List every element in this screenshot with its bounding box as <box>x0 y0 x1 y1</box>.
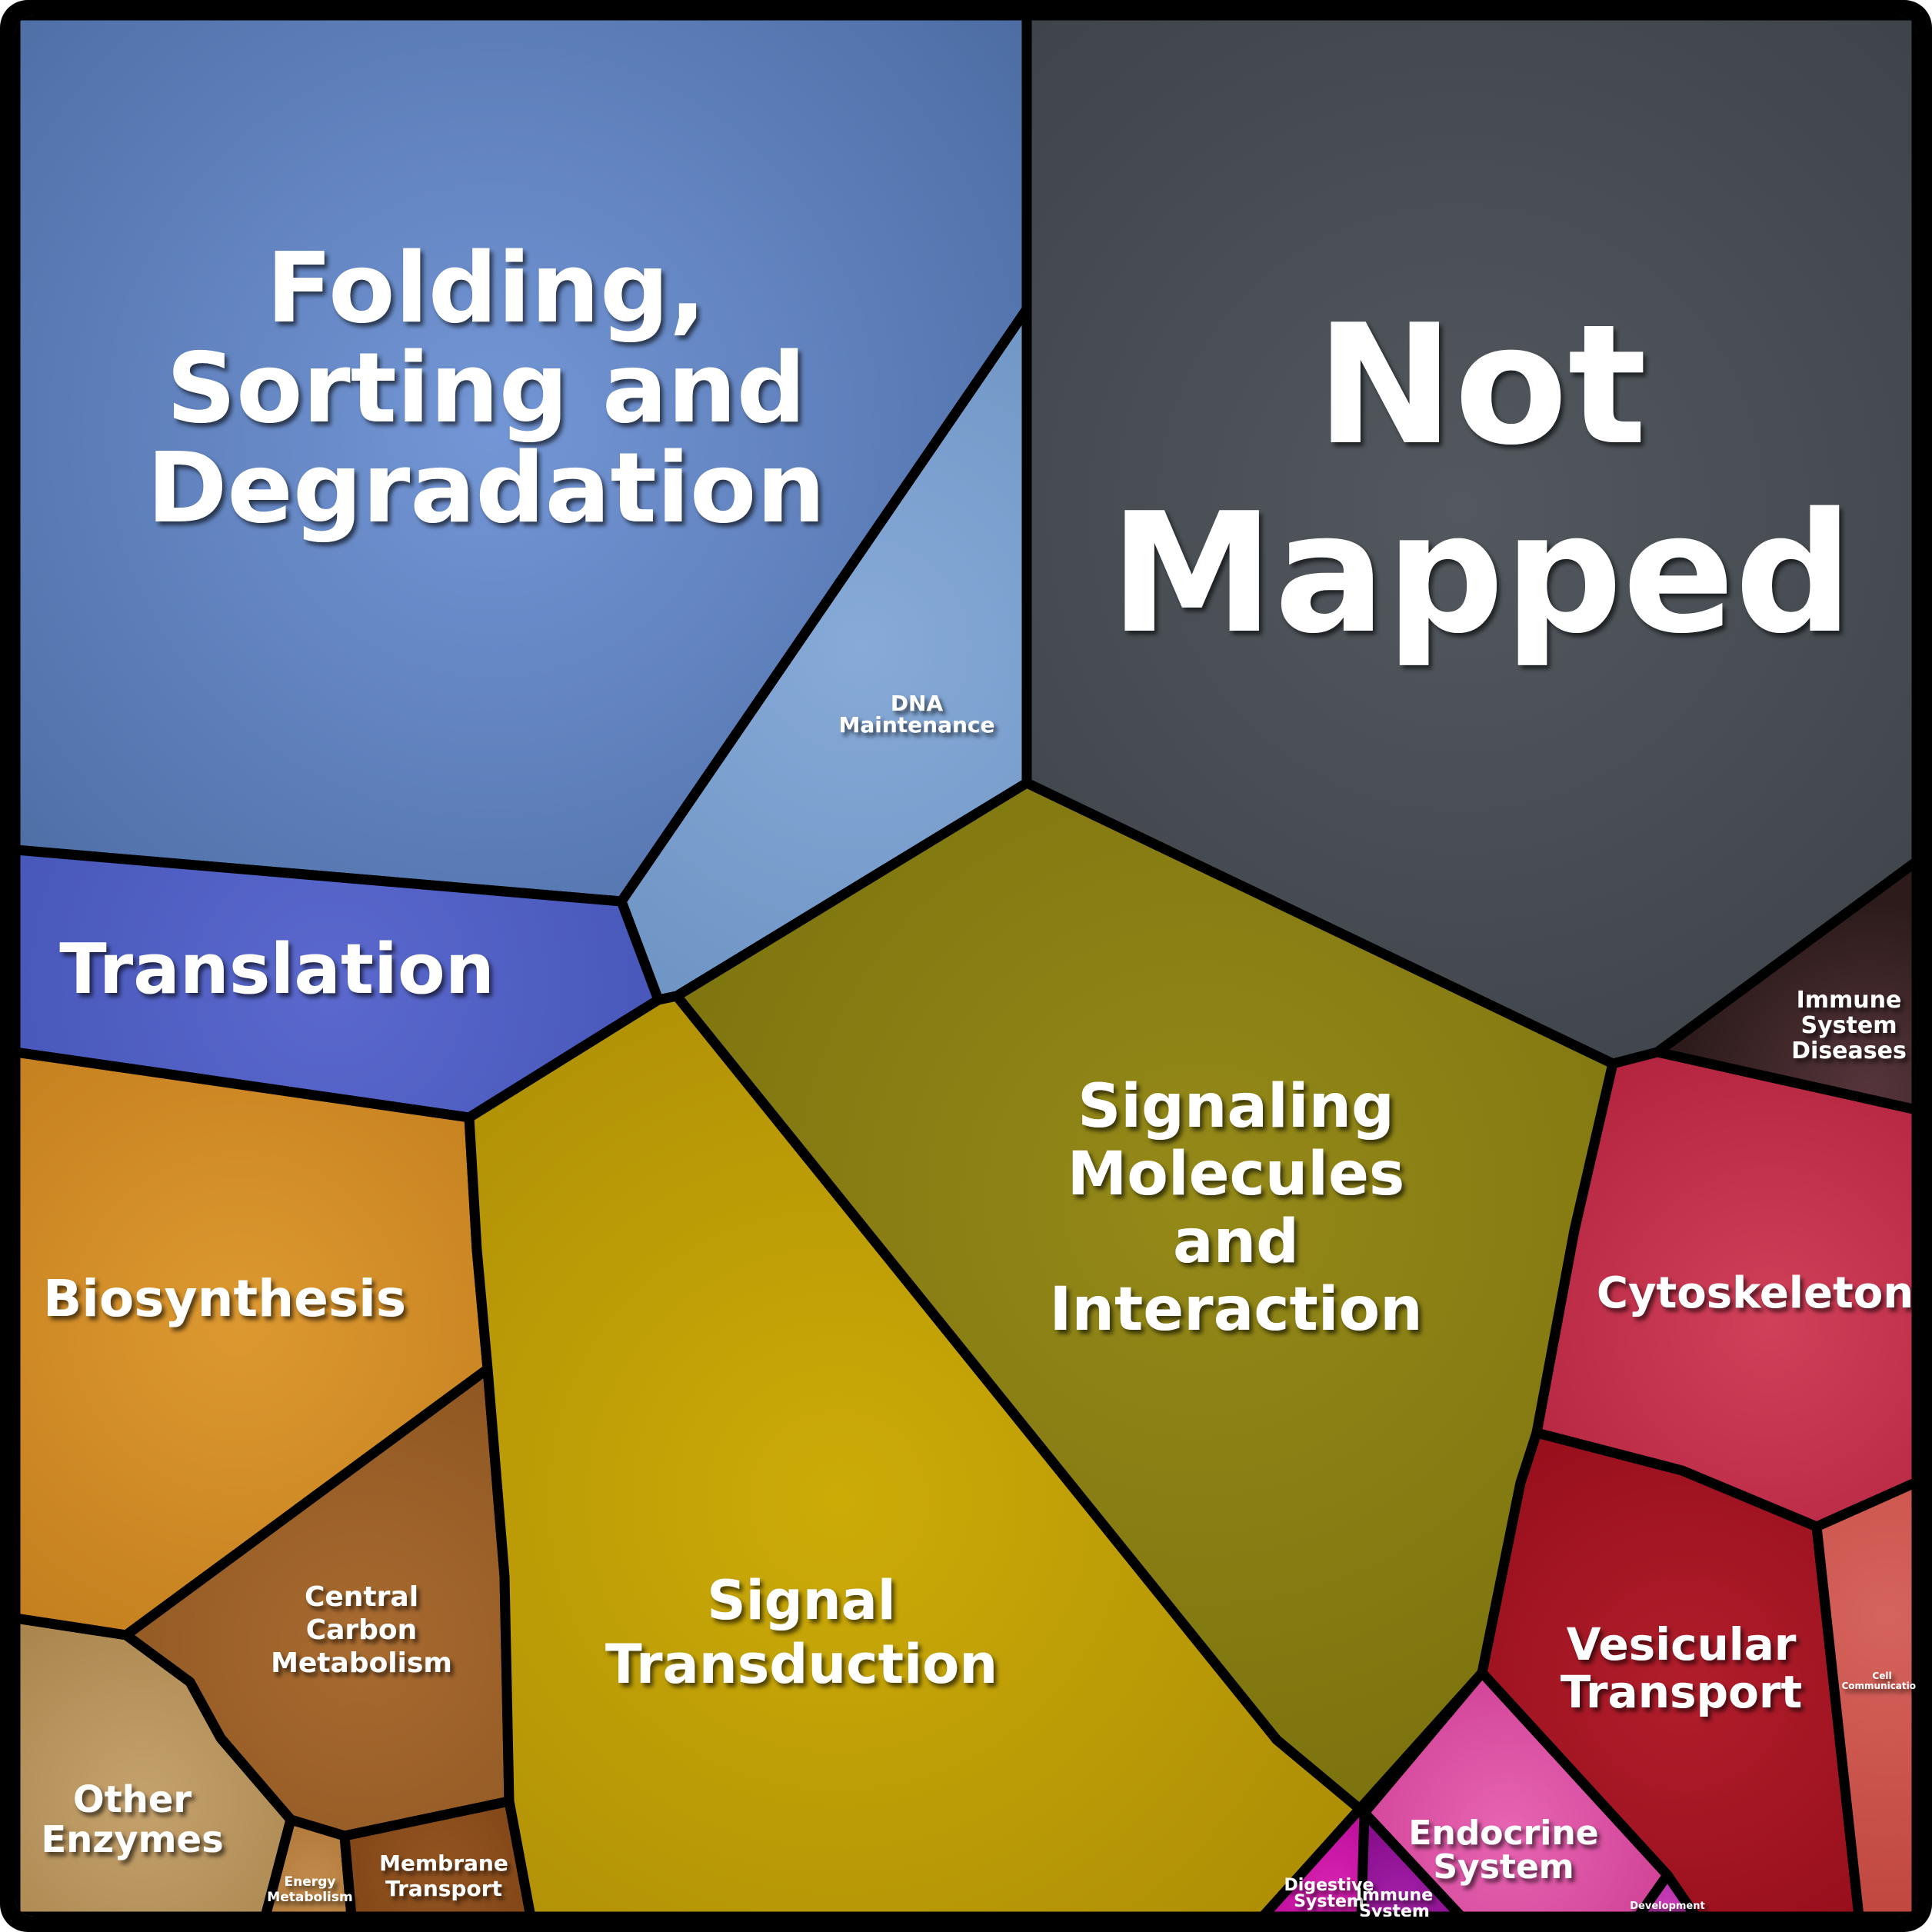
region-development[interactable] <box>1633 1870 1701 1917</box>
region-endocrine-system[interactable] <box>1359 1667 1673 1917</box>
label-development: Development <box>1630 1900 1704 1912</box>
region-vesicular-transport[interactable] <box>1477 1427 1864 1917</box>
label-cytoskeleton: Cytoskeleton <box>1597 1268 1914 1318</box>
region-membrane-transport[interactable] <box>339 1796 536 1917</box>
treemap-regions <box>15 15 1917 1917</box>
label-translation: Translation <box>59 929 495 1010</box>
region-immune-system[interactable] <box>1356 1807 1467 1917</box>
region-cell-communication[interactable] <box>1811 1477 1917 1917</box>
label-biosynthesis: Biosynthesis <box>43 1269 406 1328</box>
region-energy-metabolism[interactable] <box>260 1814 357 1917</box>
region-other-enzymes[interactable] <box>15 1613 296 1917</box>
